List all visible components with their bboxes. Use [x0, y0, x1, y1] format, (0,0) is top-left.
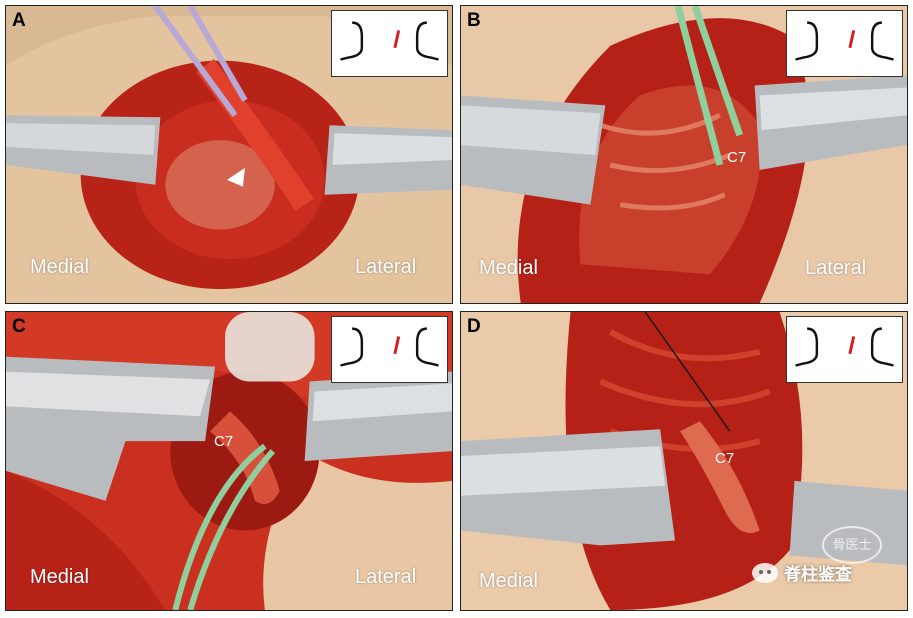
orientation-inset — [786, 10, 903, 77]
panel-d: D C7 Medial — [460, 311, 908, 611]
panel-letter: B — [467, 10, 481, 31]
neck-outline-diagram — [795, 327, 894, 367]
panel-letter: D — [467, 316, 481, 337]
orientation-inset — [786, 316, 903, 383]
medial-label: Medial — [479, 257, 538, 279]
incision-mark — [848, 30, 856, 49]
panel-b: B C7 Medial Lateral — [460, 5, 908, 304]
orientation-inset — [331, 10, 448, 77]
panel-c: C C7 Medial Lateral — [5, 311, 453, 611]
neck-outline-diagram — [340, 327, 439, 367]
c7-nerve-label: C7 — [214, 433, 234, 450]
lateral-label: Lateral — [355, 566, 417, 588]
watermark-stamp: 骨医士 — [822, 526, 882, 564]
incision-mark — [848, 336, 856, 355]
incision-mark — [393, 336, 401, 355]
medial-label: Medial — [479, 570, 538, 592]
watermark-text: 脊柱鉴查 — [784, 565, 852, 584]
panel-a: A Medial Lateral — [5, 5, 453, 304]
watermark: 脊柱鉴查 — [752, 560, 852, 585]
lateral-label: Lateral — [805, 257, 867, 279]
medial-label: Medial — [30, 256, 89, 278]
c7-nerve-label: C7 — [727, 149, 747, 166]
orientation-inset — [331, 316, 448, 383]
panel-letter: C — [12, 316, 26, 337]
panel-letter: A — [12, 10, 26, 31]
wechat-icon — [752, 562, 778, 583]
incision-mark — [393, 30, 401, 49]
lateral-label: Lateral — [355, 256, 417, 278]
c7-nerve-label: C7 — [715, 450, 735, 467]
neck-outline-diagram — [795, 21, 894, 61]
neck-outline-diagram — [340, 21, 439, 61]
medial-label: Medial — [30, 566, 89, 588]
